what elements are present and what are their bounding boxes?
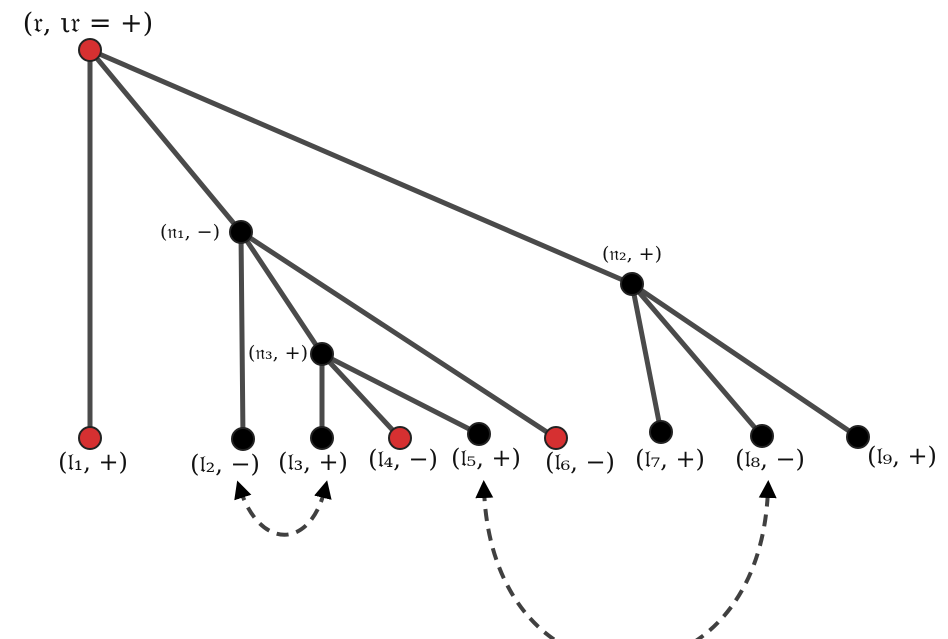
node-l5 (467, 422, 491, 446)
node-l4 (388, 426, 412, 450)
label-l7: (𝔩₇, +) (635, 445, 705, 473)
edge-n1-l2 (238, 229, 246, 442)
tree-edges (87, 47, 861, 442)
node-l8 (750, 424, 774, 448)
label-l3: (𝔩₃, +) (278, 448, 348, 476)
pairing-arrow-l2-l3 (234, 480, 332, 537)
pairing-arrow-l5-l8 (475, 480, 777, 639)
edge-n3-l4 (319, 351, 403, 441)
label-n1: (𝔫₁, −) (160, 221, 220, 243)
edge-r-n2 (87, 47, 635, 287)
node-l3 (310, 426, 334, 450)
node-n1 (229, 220, 253, 244)
node-l7 (649, 420, 673, 444)
edge-r-n1 (87, 47, 244, 235)
label-l4: (𝔩₄, −) (368, 445, 438, 473)
node-l9 (846, 425, 870, 449)
edge-n2-l7 (629, 281, 664, 435)
edge-n2-l9 (629, 281, 861, 440)
node-r (78, 38, 102, 62)
node-l6 (544, 426, 568, 450)
label-l1: (𝔩₁, +) (58, 448, 128, 476)
label-l5: (𝔩₅, +) (451, 444, 521, 472)
edge-n3-l5 (319, 351, 482, 437)
edge-n2-l8 (629, 281, 765, 439)
edge-n1-n3 (238, 229, 325, 357)
node-n3 (310, 342, 334, 366)
edge-n1-l6 (238, 229, 559, 441)
pairing-arrows (234, 480, 777, 639)
label-n3: (𝔫₃, +) (248, 342, 308, 364)
label-l2: (𝔩₂, −) (190, 450, 260, 478)
label-l6: (𝔩₆, −) (545, 448, 615, 476)
node-l1 (78, 426, 102, 450)
node-l2 (231, 427, 255, 451)
label-n2: (𝔫₂, +) (602, 243, 662, 265)
label-r: (𝔯, ι𝔯 = +) (23, 8, 153, 39)
tree-nodes (78, 38, 870, 451)
label-l8: (𝔩₈, −) (735, 445, 805, 473)
node-n2 (620, 272, 644, 296)
label-l9: (𝔩₉, +) (867, 442, 937, 470)
node-labels: (𝔯, ι𝔯 = +) (𝔫₁, −) (𝔫₂, +) (𝔫₃, +) (𝔩₁, +) (… (23, 8, 937, 478)
